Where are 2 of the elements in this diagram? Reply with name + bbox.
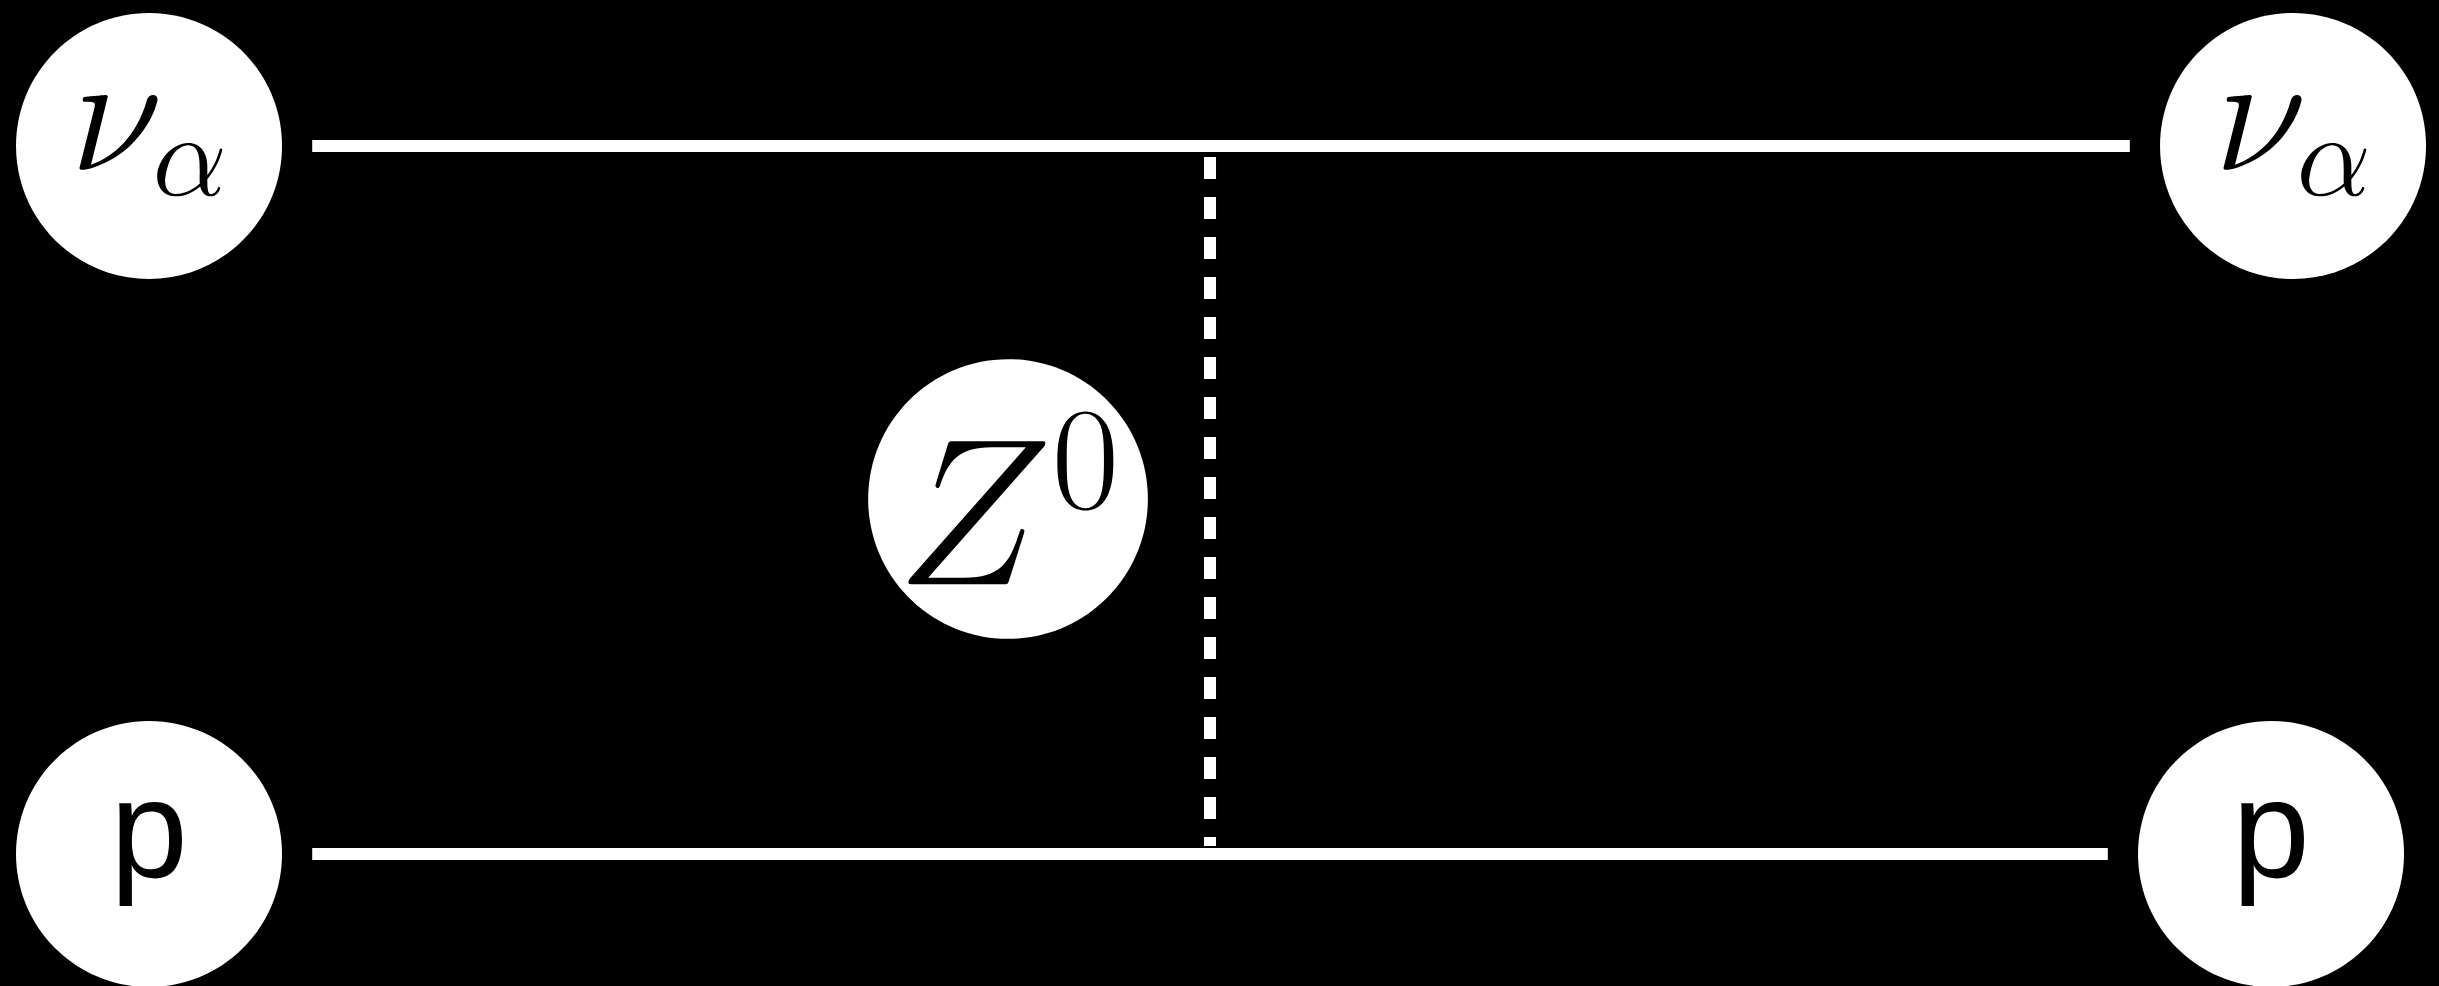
fermion-line [312, 140, 2130, 152]
fermion-line [312, 848, 2108, 860]
